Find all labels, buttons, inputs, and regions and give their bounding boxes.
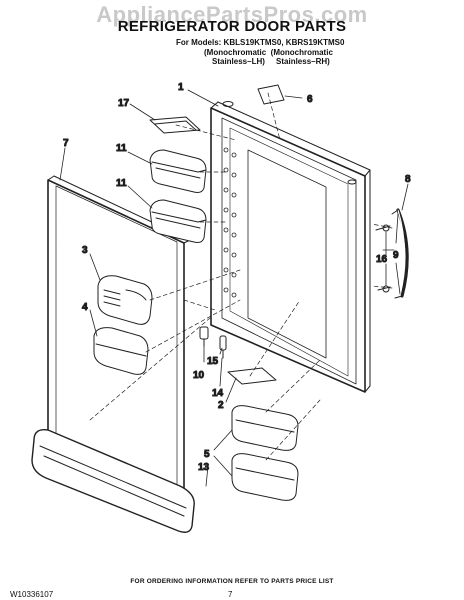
callout-11-upper: 11 (116, 143, 127, 154)
model-list: For Models: KBLS19KTMS0, KBRS19KTMS0 (Mo… (176, 38, 344, 67)
ordering-note: FOR ORDERING INFORMATION REFER TO PARTS … (130, 578, 334, 585)
door-handle (391, 208, 409, 299)
dairy-door-cover (97, 275, 153, 325)
page-title: REFRIGERATOR DOOR PARTS (117, 18, 347, 35)
callout-15: 15 (207, 356, 219, 367)
dairy-bin (93, 327, 149, 375)
model-line-3: Stainless–LH) Stainless–RH) (212, 57, 330, 66)
door-liner-frame (210, 101, 371, 393)
model-line-2: (Monochromatic (Monochromatic (204, 47, 333, 57)
callout-9: 9 (393, 250, 399, 261)
callout-17: 17 (118, 98, 130, 109)
door-bin-5-lower (231, 453, 299, 501)
callout-5: 5 (204, 449, 210, 460)
model-line-1: For Models: KBLS19KTMS0, KBRS19KTMS0 (176, 38, 345, 47)
callout-2: 2 (218, 400, 224, 411)
document-number: W10336107 (10, 590, 54, 599)
callout-7: 7 (63, 138, 69, 149)
door-rail-13 (31, 429, 195, 533)
callout-11-lower: 11 (116, 178, 127, 189)
callout-10: 10 (193, 370, 205, 381)
shelf-2 (227, 367, 277, 385)
callout-13: 13 (198, 462, 210, 473)
callout-6: 6 (307, 94, 313, 105)
watermark: AppliancePartsPros.com (96, 2, 368, 27)
door-bin-11-lower (149, 199, 207, 243)
callout-4: 4 (82, 302, 88, 313)
callout-1: 1 (178, 82, 184, 93)
door-bin-11-upper (149, 149, 207, 193)
page-number: 7 (228, 590, 233, 599)
clip-15 (219, 335, 227, 359)
door-bin-5-upper (231, 405, 299, 451)
assembly-lines (89, 92, 393, 461)
callout-16: 16 (376, 254, 388, 265)
nameplate (257, 84, 285, 105)
hinge-bushing-10 (199, 326, 209, 347)
shelf-17 (149, 116, 201, 134)
leader-lines (59, 89, 409, 487)
callout-14: 14 (212, 388, 224, 399)
callout-8: 8 (405, 174, 411, 185)
callout-3: 3 (82, 245, 88, 256)
